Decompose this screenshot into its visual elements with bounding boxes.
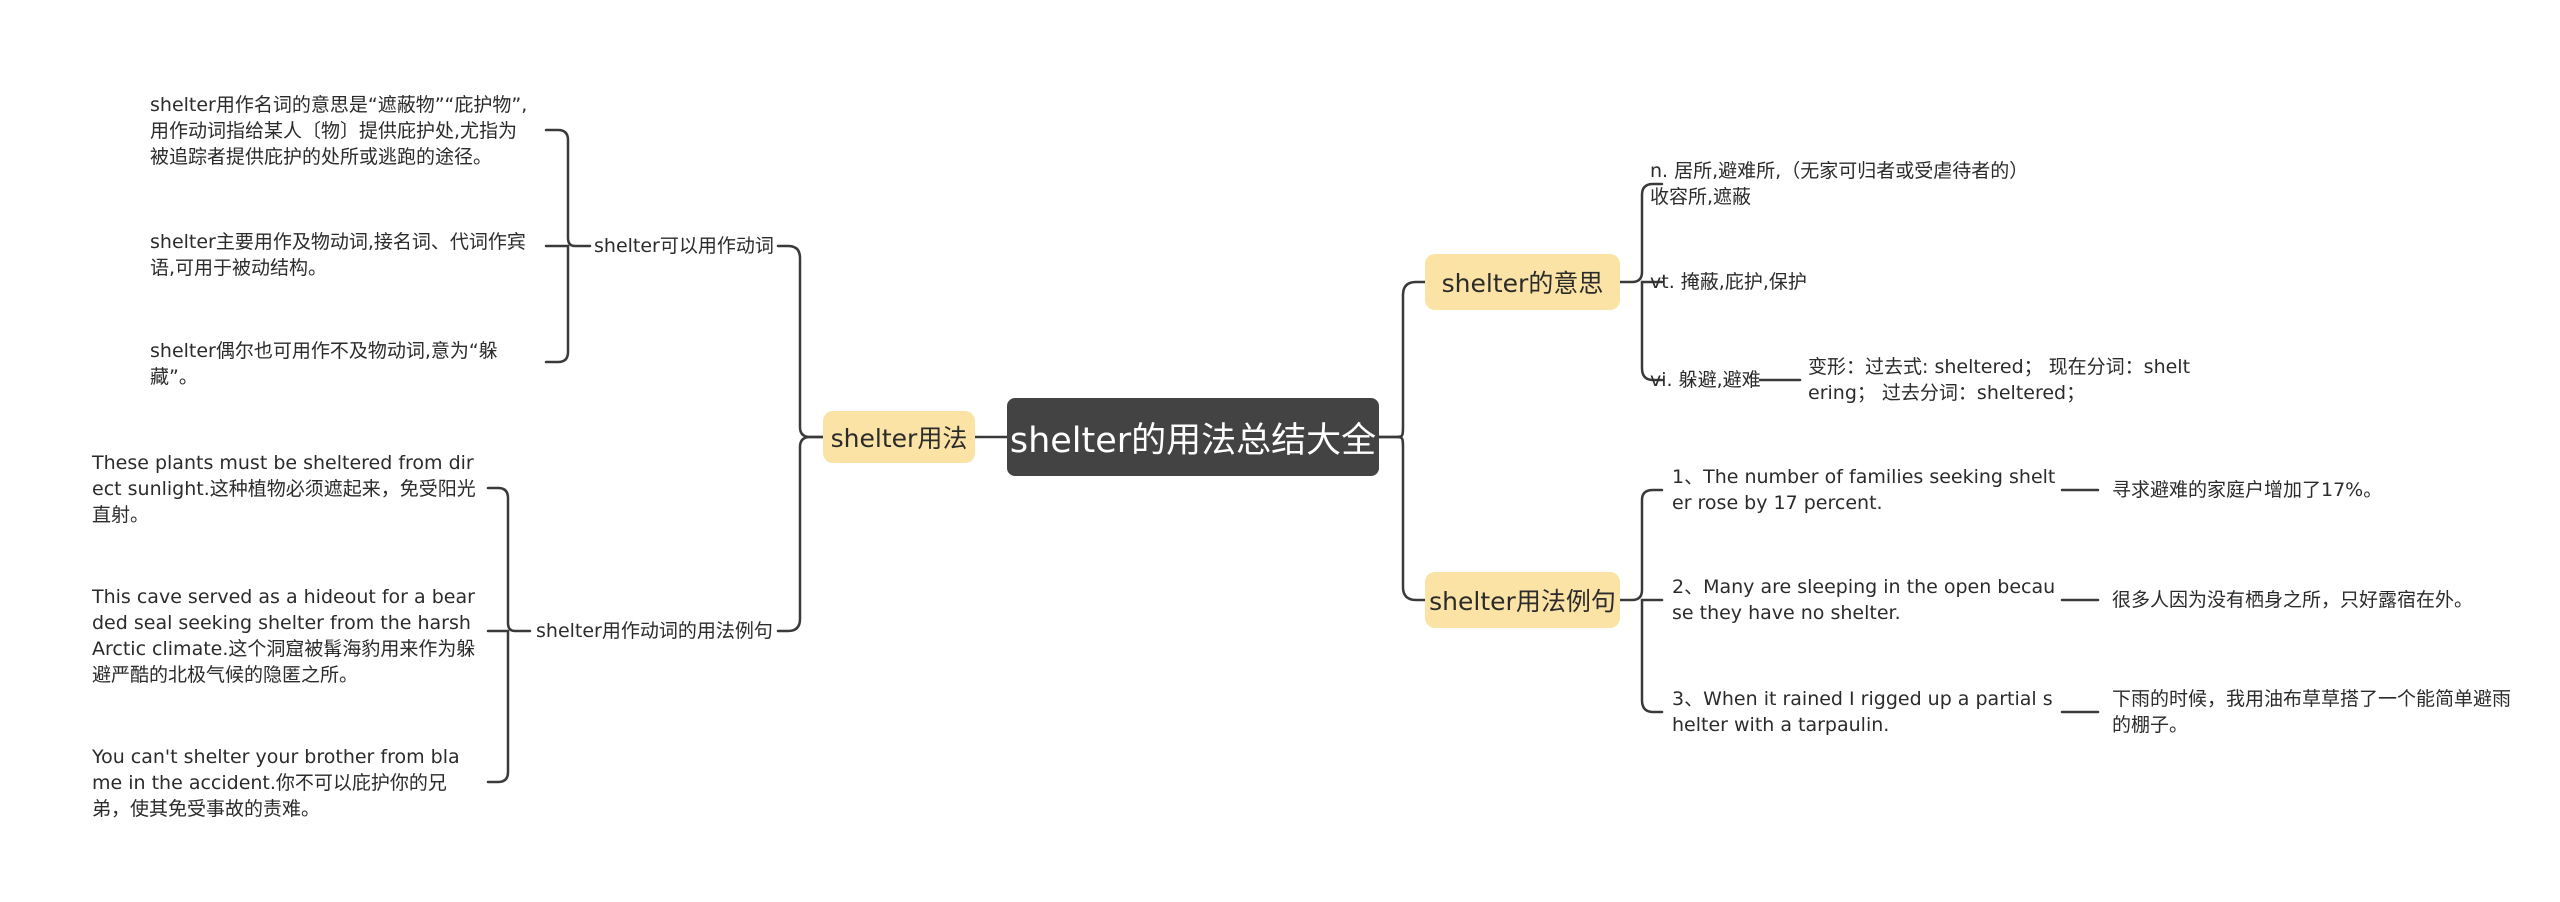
- meaning-noun[interactable]: n. 居所,避难所,（无家可归者或受虐待者的）收容所,遮蔽: [1650, 160, 2029, 208]
- topic-examples[interactable]: shelter用法例句: [1425, 572, 1620, 628]
- topic-meaning[interactable]: shelter的意思: [1425, 254, 1620, 310]
- meaning-vi[interactable]: vi. 躲避,避难: [1650, 369, 1761, 391]
- example-zh-1[interactable]: 寻求避难的家庭户增加了17%。: [2112, 479, 2383, 501]
- subtopic-verb-examples[interactable]: shelter用作动词的用法例句: [536, 620, 773, 642]
- meaning-vi-forms[interactable]: 变形：过去式: sheltered； 现在分词：sheltering； 过去分词…: [1808, 356, 2191, 404]
- example-en-3[interactable]: 3、When it rained I rigged up a partial s…: [1672, 688, 2053, 736]
- example-zh-3[interactable]: 下雨的时候，我用油布草草搭了一个能简单避雨的棚子。: [2112, 688, 2512, 736]
- example-en-2[interactable]: 2、Many are sleeping in the open because …: [1672, 576, 2056, 624]
- connector-usage-verb: [776, 244, 825, 439]
- connector-usage-examples: [776, 435, 825, 633]
- subtopic-verb-use[interactable]: shelter可以用作动词: [594, 235, 774, 257]
- connector-root-meaning: [1377, 280, 1427, 439]
- root-topic[interactable]: shelter的用法总结大全: [1007, 398, 1379, 476]
- connector-examples-right-brace: [1618, 488, 1664, 602]
- topic-usage[interactable]: shelter用法: [823, 411, 975, 463]
- connector-root-examples: [1377, 435, 1427, 602]
- example-en-1[interactable]: 1、The number of families seeking shelter…: [1672, 466, 2056, 514]
- meaning-vt[interactable]: vt. 掩蔽,庇护,保护: [1650, 271, 1807, 293]
- leaf-example-1[interactable]: These plants must be sheltered from dire…: [92, 452, 476, 526]
- leaf-verb-3[interactable]: shelter偶尔也可用作不及物动词,意为“躲藏”。: [150, 340, 498, 388]
- leaf-example-3[interactable]: You can't shelter your brother from blam…: [92, 746, 460, 820]
- connector-examples-brace: [486, 486, 532, 633]
- leaf-verb-1[interactable]: shelter用作名词的意思是“遮蔽物”“庇护物”,用作动词指给某人〔物〕提供庇…: [150, 94, 528, 168]
- example-zh-2[interactable]: 很多人因为没有栖身之所，只好露宿在外。: [2112, 589, 2474, 611]
- leaf-verb-2[interactable]: shelter主要用作及物动词,接名词、代词作宾语,可用于被动结构。: [150, 231, 526, 279]
- connector-meaning-brace: [1618, 182, 1664, 284]
- leaf-example-2[interactable]: This cave served as a hideout for a bear…: [92, 586, 476, 686]
- connector-verb-brace: [544, 128, 592, 248]
